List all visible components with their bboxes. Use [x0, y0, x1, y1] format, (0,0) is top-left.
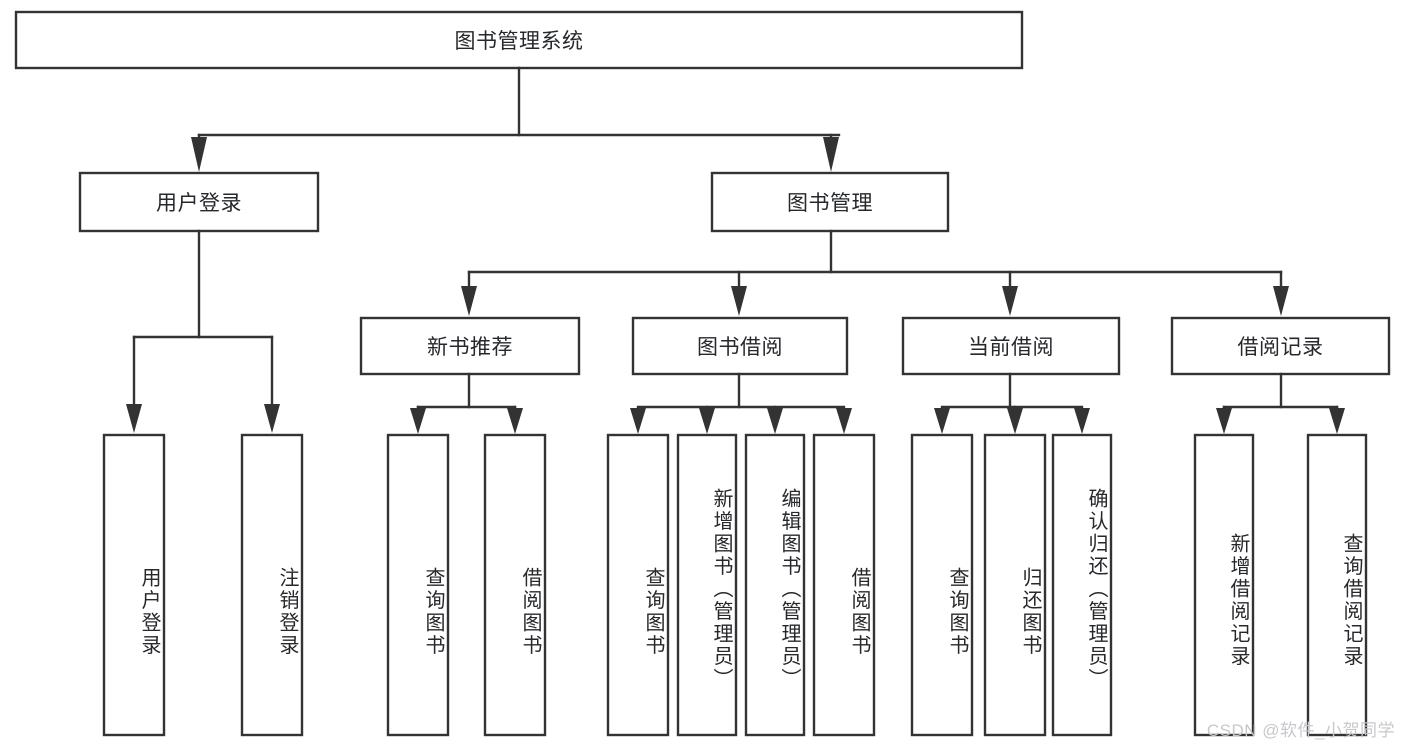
- leaf-box-add-borrow-record[interactable]: [1193, 433, 1255, 737]
- leaf-box-add-book-admin[interactable]: [676, 433, 738, 737]
- arrowhead-leaf-user-login: [126, 404, 142, 433]
- hit-user-login[interactable]: [80, 173, 318, 231]
- arrowhead-bb-leaf-3: [767, 408, 783, 434]
- hit-root[interactable]: [16, 12, 1022, 68]
- leaf-box-query-book-nbr[interactable]: [386, 433, 450, 737]
- hit-book-management[interactable]: [712, 173, 948, 231]
- leaf-box-confirm-return-admin[interactable]: [1051, 433, 1113, 737]
- node-borrow-record[interactable]: [1170, 316, 1391, 376]
- arrowhead-bb-leaf-1: [630, 408, 646, 434]
- arrowhead-nbr-leaf-1: [410, 408, 426, 434]
- leaf-box-query-book-cb[interactable]: [910, 433, 974, 737]
- arrowhead-cb-leaf-2: [1007, 408, 1023, 434]
- arrowhead-current-borrow: [1002, 286, 1018, 316]
- arrowhead-nbr-leaf-2: [507, 408, 523, 434]
- node-book-management[interactable]: [710, 171, 950, 233]
- leaf-box-return-book[interactable]: [983, 433, 1047, 737]
- node-root[interactable]: [14, 10, 1024, 70]
- watermark-text: CSDN @软件_小贺同学: [1206, 721, 1395, 740]
- arrowhead-leaf-logout: [264, 404, 280, 433]
- arrowhead-cb-leaf-1: [934, 408, 950, 434]
- arrowhead-book-borrow: [731, 286, 747, 316]
- leaf-box-query-borrow-record[interactable]: [1306, 433, 1368, 737]
- arrowhead-bb-leaf-2: [699, 408, 715, 434]
- node-current-borrow[interactable]: [901, 316, 1121, 376]
- arrowhead-book-mgmt: [823, 137, 839, 172]
- node-book-borrow[interactable]: [631, 316, 849, 376]
- arrowhead-new-book-rec: [461, 286, 477, 316]
- arrowhead-borrow-record: [1273, 286, 1289, 316]
- leaf-box-edit-book-admin[interactable]: [744, 433, 806, 737]
- arrowhead-bb-leaf-4: [836, 408, 852, 434]
- leaf-box-borrow-book-bb[interactable]: [812, 433, 876, 737]
- node-new-book-recommend[interactable]: [359, 316, 581, 376]
- leaf-box-user-login[interactable]: [102, 433, 166, 737]
- arrowhead-user-login: [191, 137, 207, 172]
- arrowhead-cb-leaf-3: [1074, 408, 1090, 434]
- leaf-box-query-book-bb[interactable]: [606, 433, 670, 737]
- arrowhead-br-leaf-2: [1329, 408, 1345, 434]
- leaf-box-borrow-book-nbr[interactable]: [483, 433, 547, 737]
- leaf-box-logout[interactable]: [240, 433, 304, 737]
- arrowhead-br-leaf-1: [1216, 408, 1232, 434]
